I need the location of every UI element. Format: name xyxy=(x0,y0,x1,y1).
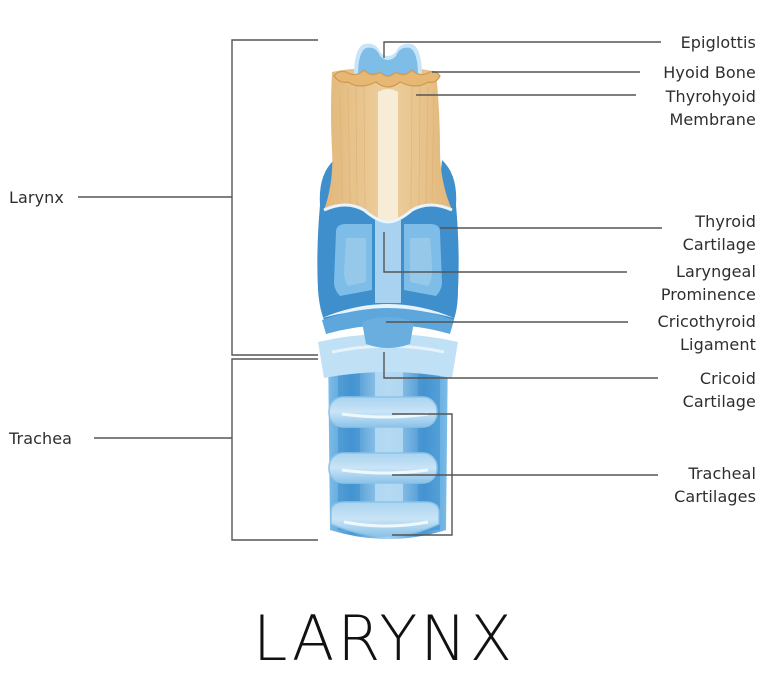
thyroid-cartilage-illustration xyxy=(317,160,459,348)
label-larynx: Larynx xyxy=(9,188,64,207)
hyoid-bone-illustration xyxy=(333,69,441,88)
label-thyroid-cartilage: Thyroid Cartilage xyxy=(682,212,756,254)
tracheal-ring xyxy=(330,501,440,537)
leader-lines xyxy=(78,39,662,541)
label-trachea: Trachea xyxy=(9,429,73,448)
label-cricoid-cartilage: Cricoid Cartilage xyxy=(682,369,756,411)
tracheal-ring xyxy=(328,396,438,428)
tracheal-ring xyxy=(328,452,438,484)
epiglottis-illustration xyxy=(354,43,422,76)
label-thyrohyoid-membrane: Thyrohyoid Membrane xyxy=(665,87,756,129)
diagram-title: LARYNX xyxy=(252,602,516,675)
label-cricothyroid-ligament: Cricothyroid Ligament xyxy=(657,312,756,354)
trachea-illustration xyxy=(318,334,458,539)
label-laryngeal-prominence: Laryngeal Prominence xyxy=(660,262,756,304)
label-epiglottis: Epiglottis xyxy=(680,33,756,52)
label-hyoid-bone: Hyoid Bone xyxy=(663,63,756,82)
thyrohyoid-membrane-illustration xyxy=(323,68,453,224)
label-tracheal-cartilages: Tracheal Cartilages xyxy=(674,464,756,506)
